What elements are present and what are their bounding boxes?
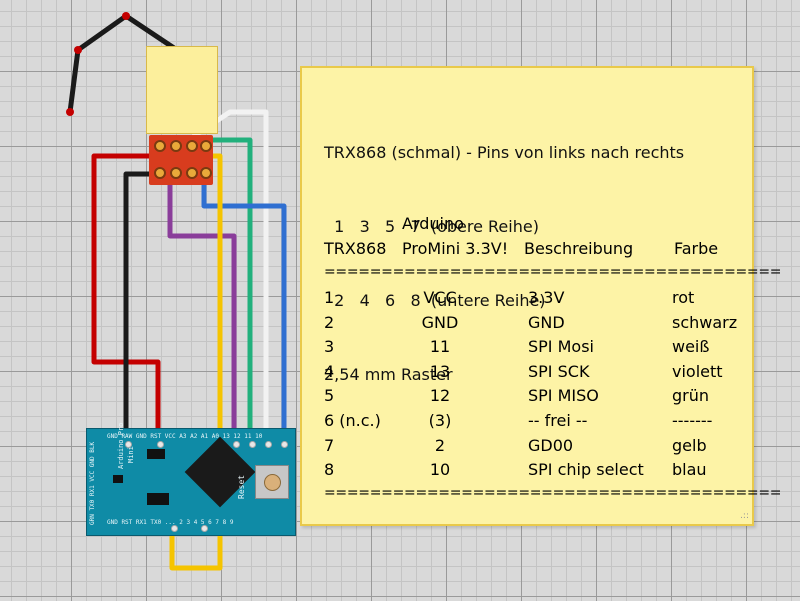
note-line-blank <box>324 436 684 461</box>
board-name-mini: Mini <box>127 446 135 463</box>
cell-wire-color: weiß <box>672 337 710 357</box>
cell-arduino-pin: 2 <box>434 435 446 455</box>
cell-wire-color: ------- <box>672 411 713 430</box>
pin-8 <box>200 167 212 179</box>
cell-arduino-pin: 13 <box>429 361 451 381</box>
separator-top: ======================================== <box>324 264 782 280</box>
cell-trx-pin: 2 <box>324 312 335 332</box>
pin-1 <box>154 140 166 152</box>
cell-arduino-pin: 10 <box>429 460 451 480</box>
cell-description: SPI MISO <box>528 386 599 406</box>
cell-description: 3.3V <box>528 288 565 307</box>
header-promini: ProMini 3.3V! <box>402 239 509 258</box>
cell-trx-pin: 4 <box>324 361 335 381</box>
pin-6 <box>186 167 198 179</box>
note-line-pitch: 2,54 mm Raster <box>324 364 453 384</box>
cell-trx-pin: 3 <box>324 337 335 357</box>
pin-7 <box>200 140 212 152</box>
board-name: Arduino Pro <box>117 422 125 469</box>
cell-arduino-pin: GND <box>421 312 459 332</box>
smd-component <box>113 475 123 483</box>
pin-2 <box>154 167 166 179</box>
cell-arduino-pin: (3) <box>428 411 452 430</box>
resize-grip-icon: .:: <box>740 511 749 521</box>
wire-sck-purple <box>167 174 237 428</box>
header-arduino: Arduino <box>402 214 464 233</box>
cell-description: SPI SCK <box>528 361 590 381</box>
smd-component <box>147 449 165 459</box>
trx868-pin-header <box>149 135 213 185</box>
cell-trx-pin: 7 <box>324 435 335 455</box>
cell-trx-pin: 6 (n.c.) <box>324 411 381 430</box>
reset-label: Reset <box>237 474 246 499</box>
pin-hole <box>171 525 178 532</box>
cell-description: SPI Mosi <box>528 337 594 357</box>
cell-trx-pin: 5 <box>324 386 335 406</box>
wire-gnd-black <box>123 171 158 428</box>
pin-4 <box>170 167 182 179</box>
wire-cs-blue <box>201 174 287 428</box>
bottom-pin-labels: GND RST RX1 TX0 ... 2 3 4 5 6 7 8 9 <box>107 519 234 526</box>
cell-description: GD00 <box>528 435 574 455</box>
pin-hole <box>249 441 256 448</box>
separator-bottom: ======================================== <box>324 485 782 501</box>
pin-3 <box>170 140 182 152</box>
wire-gd00-yellow <box>169 153 223 571</box>
cell-wire-color: violett <box>672 361 723 381</box>
cell-arduino-pin: VCC <box>423 288 457 307</box>
left-pin-labels: GRN TX0 RX1 VCC GND BLK <box>89 441 96 525</box>
note-line-upper-row: 1 3 5 7 (obere Reihe) <box>324 216 539 236</box>
pin-hole <box>201 525 208 532</box>
cell-wire-color: gelb <box>672 435 707 455</box>
cell-arduino-pin: 12 <box>429 386 451 406</box>
note-line-lower-row: 2 4 6 8 (untere Reihe) <box>324 290 546 310</box>
trx868-module <box>146 46 218 134</box>
cell-description: GND <box>528 312 565 332</box>
wire-vcc-red <box>91 153 161 428</box>
cell-trx-pin: 1 <box>324 288 335 307</box>
cell-wire-color: grün <box>672 386 710 406</box>
note-title: TRX868 (schmal) - Pins von links nach re… <box>324 143 685 163</box>
antenna-wire <box>67 13 176 113</box>
header-farbe: Farbe <box>674 239 719 258</box>
cell-trx-pin: 8 <box>324 460 335 480</box>
smd-component <box>147 493 169 505</box>
pin-hole <box>233 441 240 448</box>
pin-5 <box>186 140 198 152</box>
pin-hole <box>125 441 132 448</box>
arduino-pro-mini-board: GND RAW GND RST VCC A3 A2 A1 A0 13 12 11… <box>86 423 296 536</box>
pin-hole <box>265 441 272 448</box>
cell-wire-color: rot <box>672 288 695 307</box>
cell-wire-color: blau <box>672 460 707 480</box>
header-beschreibung: Beschreibung <box>524 239 634 258</box>
pin-hole <box>281 441 288 448</box>
header-trx868: TRX868 <box>324 239 387 258</box>
pin-hole <box>157 441 164 448</box>
reset-button <box>264 474 281 491</box>
cell-description: SPI chip select <box>528 460 644 480</box>
cell-description: -- frei -- <box>528 411 588 430</box>
cell-wire-color: schwarz <box>672 312 738 332</box>
note-panel: TRX868 (schmal) - Pins von links nach re… <box>300 66 782 526</box>
cell-arduino-pin: 11 <box>429 337 451 357</box>
top-pin-labels: GND RAW GND RST VCC A3 A2 A1 A0 13 12 11… <box>107 433 263 440</box>
note-text: TRX868 (schmal) - Pins von links nach re… <box>324 92 684 510</box>
